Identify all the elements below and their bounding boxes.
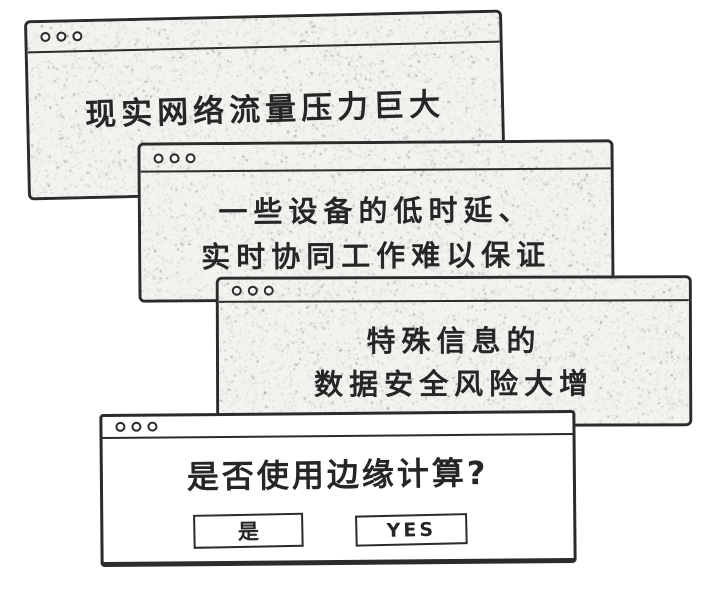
window-security-risk: 特殊信息的 数据安全风险大增 [216, 275, 693, 428]
window-control-dot[interactable] [186, 153, 196, 163]
yes-button-chinese[interactable]: 是 [193, 513, 304, 549]
window-control-dot[interactable] [154, 153, 164, 163]
window-control-dot[interactable] [115, 422, 125, 432]
window-control-dot[interactable] [170, 153, 180, 163]
window-control-dot[interactable] [147, 422, 157, 432]
window-message-line2: 数据安全风险大增 [314, 363, 594, 407]
window-control-dot[interactable] [40, 32, 50, 42]
window-control-dot[interactable] [131, 422, 141, 432]
window-message-line1: 一些设备的低时延、 [218, 188, 533, 235]
window-message: 现实网络流量压力巨大 [84, 79, 445, 135]
window-message-line1: 特殊信息的 [366, 319, 541, 363]
window-control-dot[interactable] [248, 285, 258, 295]
window-titlebar[interactable] [102, 413, 572, 439]
yes-button-english[interactable]: YES [355, 513, 468, 547]
window-body: 特殊信息的 数据安全风险大增 [219, 301, 689, 427]
window-control-dot[interactable] [72, 31, 82, 41]
dialog-button-row: 是 YES [193, 512, 467, 548]
window-message-line2: 实时协同工作难以保证 [201, 233, 551, 280]
window-control-dot[interactable] [232, 285, 242, 295]
dialog-body: 是否使用边缘计算? 是 YES [103, 435, 574, 559]
window-titlebar[interactable] [140, 142, 610, 172]
window-titlebar[interactable] [219, 278, 689, 303]
window-control-dot[interactable] [264, 285, 274, 295]
dialog-edge-computing: 是否使用边缘计算? 是 YES [99, 410, 576, 567]
window-control-dot[interactable] [56, 31, 66, 41]
dialog-question: 是否使用边缘计算? [187, 448, 489, 498]
